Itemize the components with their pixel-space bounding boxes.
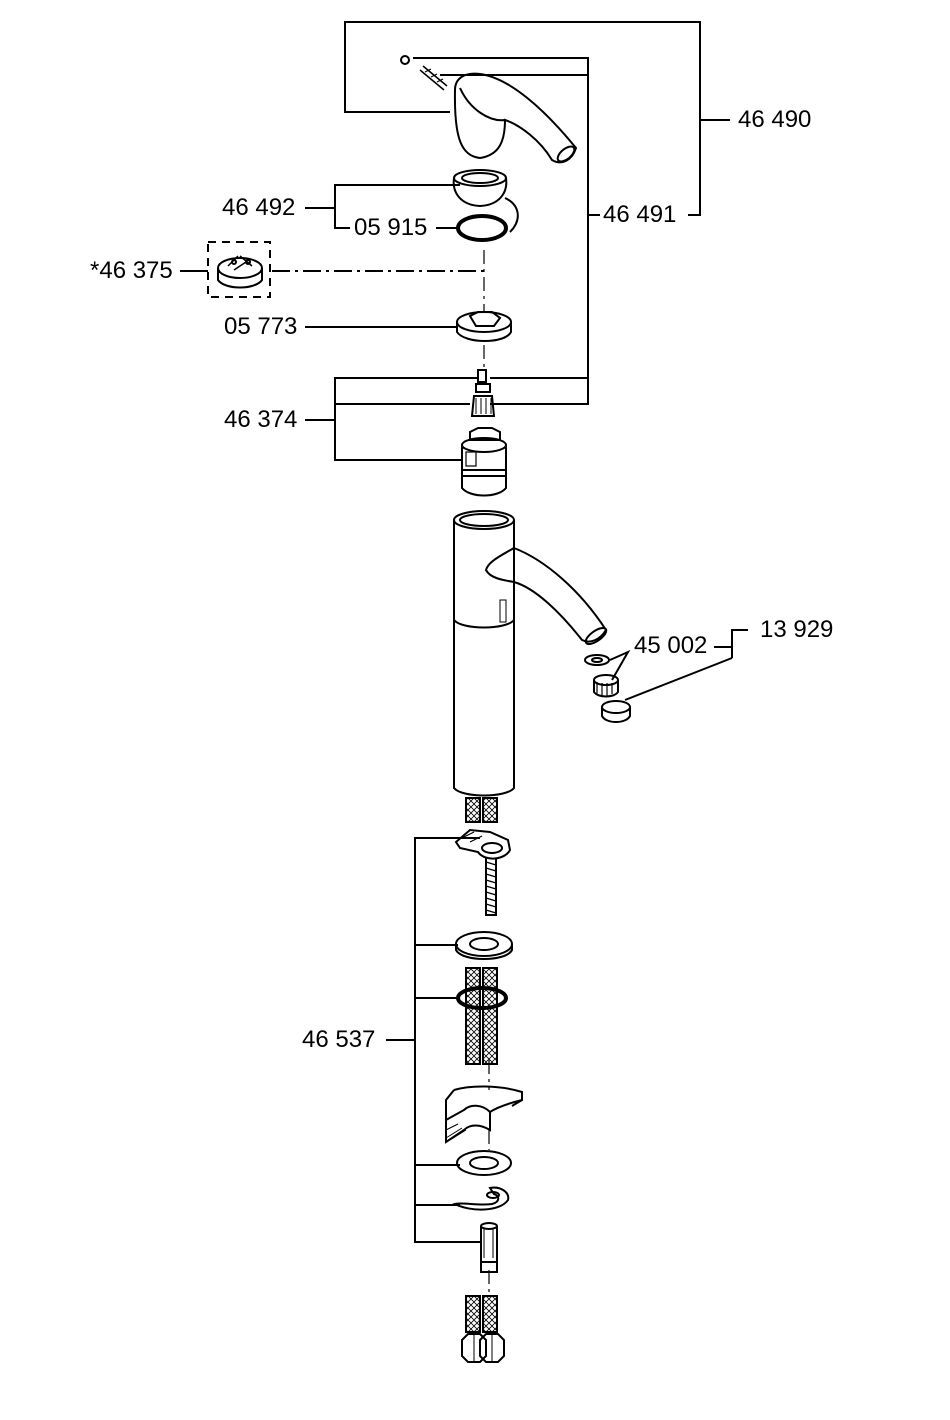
lower-washer — [457, 1151, 511, 1175]
part-label-46490: 46 490 — [738, 108, 811, 132]
horseshoe-plate — [455, 1188, 508, 1210]
aerator-insert — [594, 675, 618, 697]
aerator-washer — [585, 655, 609, 665]
aerator-housing — [602, 701, 630, 722]
flat-washer — [456, 932, 512, 959]
part-label-05773: 05 773 — [224, 315, 297, 339]
part-label-46374: 46 374 — [224, 408, 297, 432]
cartridge — [462, 370, 506, 496]
flexible-hoses-lower — [462, 1296, 504, 1362]
part-label-13929: 13 929 — [760, 618, 833, 642]
part-label-46375: *46 375 — [90, 259, 173, 283]
leader-46490 — [345, 22, 730, 215]
mixer-body — [454, 511, 609, 796]
cover-cap — [454, 170, 507, 206]
threaded-rod — [486, 858, 496, 915]
fixing-bracket — [456, 830, 510, 859]
temperature-limiter — [208, 242, 270, 297]
leader-46374 — [305, 378, 478, 460]
cartridge-nut — [457, 312, 511, 341]
lever-handle — [401, 56, 577, 164]
o-ring — [458, 216, 506, 240]
flexible-hoses-middle — [466, 968, 497, 1064]
part-label-46492: 46 492 — [222, 196, 295, 220]
countertop-section — [446, 1086, 522, 1142]
flexible-hoses-upper — [466, 798, 497, 822]
part-label-05915: 05 915 — [354, 216, 427, 240]
part-label-45002: 45 002 — [634, 634, 707, 658]
tightening-sleeve — [481, 1223, 497, 1272]
part-label-46537: 46 537 — [302, 1028, 375, 1052]
part-label-46491: 46 491 — [603, 203, 676, 227]
